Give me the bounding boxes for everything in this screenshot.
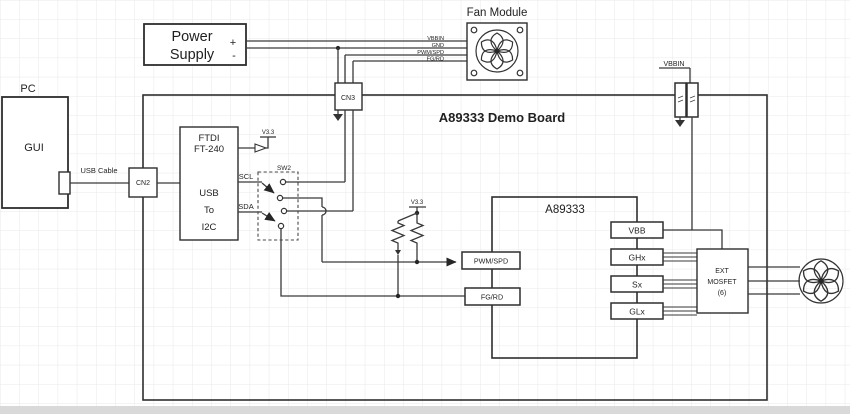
cn3-ground-symbol <box>333 114 343 121</box>
demo-board-title: A89333 Demo Board <box>439 110 565 125</box>
vbbin-top-label: VBBIN <box>663 61 684 68</box>
scl-label: SCL <box>239 172 254 181</box>
power-supply-box <box>143 23 247 66</box>
motor-rim <box>798 258 844 304</box>
power-supply-block: Power Supply + - <box>143 23 247 66</box>
pullup-v33-label: V3.3 <box>411 200 424 206</box>
ftdi-line3: USB <box>199 188 219 199</box>
pin-fgrd-box <box>464 287 521 306</box>
resistor-left <box>390 221 406 245</box>
ftdi-line5: I2C <box>202 222 217 233</box>
power-minus-terminal: - <box>232 50 236 62</box>
resistor-right <box>409 213 425 260</box>
vbbin-cap-right-glyph <box>689 95 696 103</box>
pc-box <box>1 96 69 209</box>
power-supply-line1: Power <box>171 29 212 45</box>
pin-vbb-label: VBB <box>628 226 645 236</box>
vbbin-cap-left-glyph <box>677 95 684 103</box>
power-supply-line2: Supply <box>170 47 215 63</box>
sda-out-wire <box>280 228 466 297</box>
pin-fgrd-label: FG/RD <box>481 293 503 302</box>
label-gnd: GND <box>432 43 444 49</box>
a89333-chip-label: A89333 <box>545 204 585 216</box>
ext-mosfet-line3: (6) <box>718 290 727 297</box>
vbbin-ground-symbol <box>675 120 685 127</box>
fan-module-block: Fan Module <box>466 7 528 81</box>
fan-module-title: Fan Module <box>467 7 528 19</box>
ftdi-line2: FT-240 <box>194 144 224 155</box>
ftdi-line4: To <box>204 205 214 216</box>
vbb-wire <box>663 229 723 249</box>
pin-glx-label: GLx <box>629 307 645 317</box>
cn3-label: CN3 <box>341 95 355 102</box>
cn3-connector <box>334 82 363 111</box>
usb-port <box>58 171 71 195</box>
vbbin-input-block: VBBIN <box>659 61 699 230</box>
sw2-scl-contact-down <box>276 194 284 202</box>
sw2-sda-wiper <box>261 212 276 222</box>
cn2-connector <box>128 167 158 198</box>
pin-sx-label: Sx <box>632 280 643 290</box>
fan-screw-tl <box>470 26 478 34</box>
fan-hub <box>494 48 500 54</box>
ftdi-v33-arrow <box>254 143 268 153</box>
motor-symbol <box>798 258 844 304</box>
ftdi-block: FTDI FT-240 USB To I2C <box>179 126 239 241</box>
gui-label: GUI <box>24 142 44 154</box>
fgrd-junction <box>395 293 401 299</box>
pullup-network: V3.3 <box>390 200 426 299</box>
ext-mosfet-box <box>696 248 749 314</box>
ftdi-v33-riser <box>266 137 269 149</box>
fan-screw-tr <box>516 26 524 34</box>
ext-mosfet-line2: MOSFET <box>707 279 737 286</box>
label-fgrd: FG/RD <box>427 57 444 63</box>
fan-screw-br <box>516 69 524 77</box>
sda-label: SDA <box>238 202 253 211</box>
pc-label: PC <box>20 83 35 95</box>
label-pwmspd: PWM/SPD <box>417 50 444 56</box>
vbbin-cap-left <box>674 82 687 118</box>
sw2-sda-contact-up <box>280 207 288 215</box>
sw2-dashed-box <box>257 171 299 241</box>
sw2-label: SW2 <box>277 165 291 172</box>
ext-mosfet-block: EXT MOSFET (6) <box>696 248 749 314</box>
sw2-scl-contact-up <box>279 178 287 186</box>
pin-pwmspd-label: PWM/SPD <box>474 257 508 266</box>
scl-out-hop <box>321 206 327 216</box>
motor-hub <box>818 278 824 284</box>
glx-wires <box>663 306 697 316</box>
ftdi-v33-label: V3.3 <box>262 130 275 136</box>
fan-rim <box>475 29 519 73</box>
vbbin-cap-right <box>686 82 699 118</box>
resistor-left-arrow <box>395 250 401 255</box>
power-plus-terminal: + <box>230 37 236 49</box>
pwmspd-junction <box>414 259 420 265</box>
cn2-label: CN2 <box>136 180 150 187</box>
pin-pwmspd-box <box>461 251 521 270</box>
sx-wires <box>663 279 697 289</box>
scl-out-wire <box>282 197 323 207</box>
ftdi-line1: FTDI <box>198 133 219 144</box>
sw2-block: SW2 <box>257 165 299 241</box>
ghx-wires <box>663 252 697 262</box>
fan-screw-bl <box>470 69 478 77</box>
demo-board-outline <box>142 94 768 401</box>
ext-mosfet-line1: EXT <box>715 268 729 275</box>
pullup-branch <box>397 212 418 222</box>
sw2-sda-contact-down <box>277 222 285 230</box>
ftdi-box <box>179 126 239 241</box>
sw2-scl-wiper <box>261 182 275 194</box>
pc-block: PC GUI <box>1 83 71 209</box>
usb-cable-label: USB Cable <box>80 166 117 175</box>
label-vbbin: VBBIN <box>427 36 444 42</box>
canvas-bottom-edge <box>0 406 850 414</box>
pin-ghx-label: GHx <box>629 253 647 263</box>
